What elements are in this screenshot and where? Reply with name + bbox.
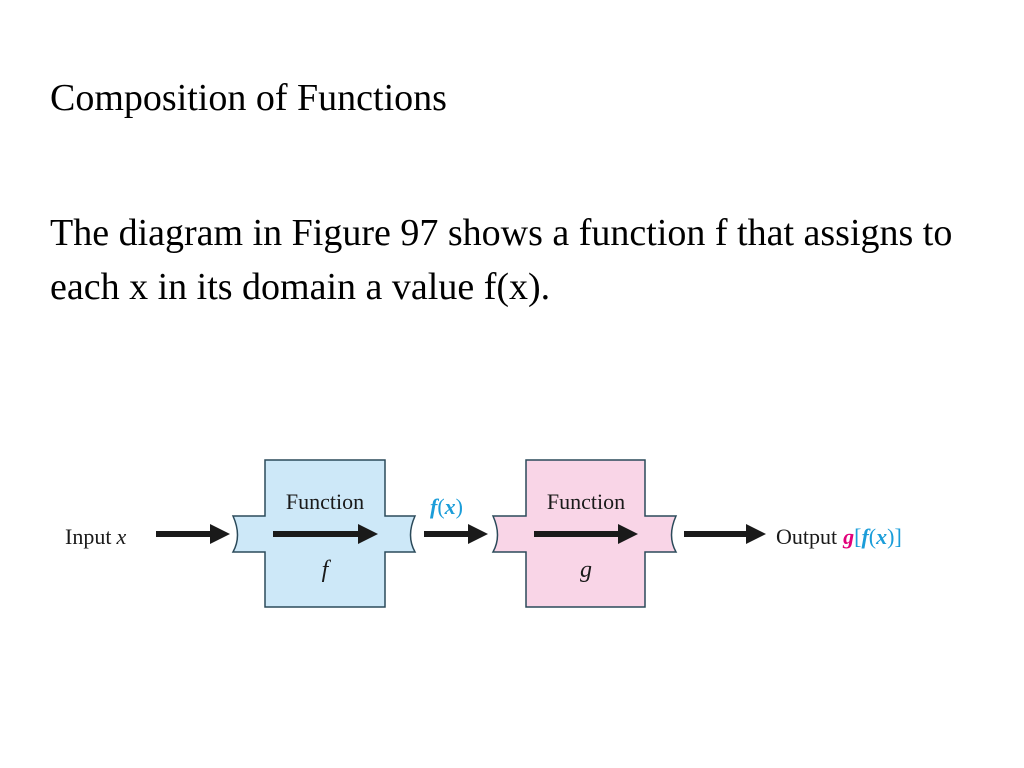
intermediate-value-label: f(x) [430,494,463,519]
output-open-paren: ( [869,524,876,549]
function-g-label: Function [547,489,625,514]
intermediate-open-paren: ( [437,494,444,519]
slide-title: Composition of Functions [50,77,447,119]
function-f-name: f [322,557,332,583]
slide-body-text: The diagram in Figure 97 shows a functio… [50,212,953,308]
intermediate-f: f [430,494,440,519]
output-x: x [875,524,887,549]
function-f-label: Function [286,489,364,514]
output-close-paren: ) [887,524,894,549]
output-close-bracket: ] [894,524,901,549]
output-g: g [842,524,854,549]
middle-arrow [424,524,488,544]
function-f-inner-arrow [273,524,378,544]
output-label-word: Output [776,524,837,549]
intermediate-close-paren: ) [456,494,463,519]
output-arrow [684,524,766,544]
intermediate-x: x [444,494,456,519]
output-f: f [861,524,871,549]
function-g-inner-arrow [534,524,638,544]
input-arrow [156,524,230,544]
function-g-name: g [580,557,592,583]
input-label-word: Input [65,524,111,549]
output-open-bracket: [ [854,524,861,549]
input-variable: x [115,524,126,549]
